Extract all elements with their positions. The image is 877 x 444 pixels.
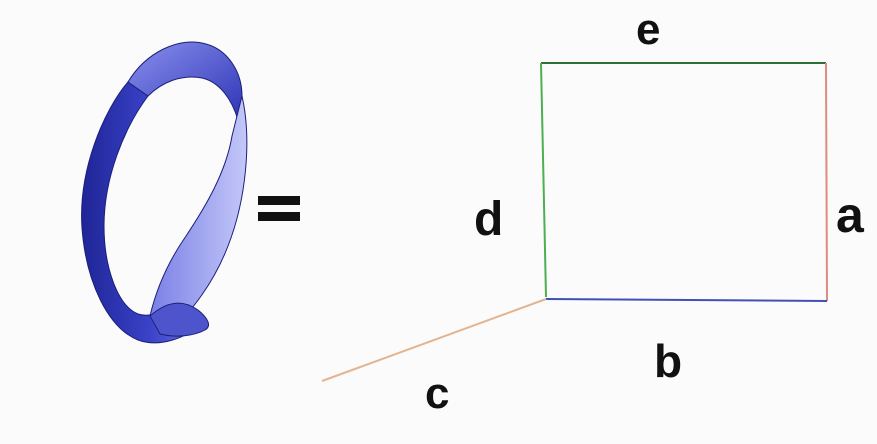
- edge-d: [540, 62, 547, 298]
- mobius-strip-top-arch: [127, 41, 243, 121]
- edge-b: [545, 298, 828, 302]
- equals-sign: [258, 196, 300, 221]
- mobius-strip-icon: [81, 41, 248, 344]
- label-b: b: [654, 335, 683, 387]
- label-e: e: [636, 5, 661, 54]
- label-a: a: [836, 187, 864, 243]
- mobius-strip-twist: [149, 95, 248, 331]
- label-d: d: [474, 193, 504, 246]
- edge-a: [825, 62, 828, 302]
- edge-c: [321, 298, 547, 382]
- equals-sign-bottom-bar: [258, 212, 300, 221]
- label-c: c: [425, 369, 450, 418]
- mobius-strip-lower-fold: [149, 302, 209, 337]
- equals-sign-top-bar: [258, 196, 300, 205]
